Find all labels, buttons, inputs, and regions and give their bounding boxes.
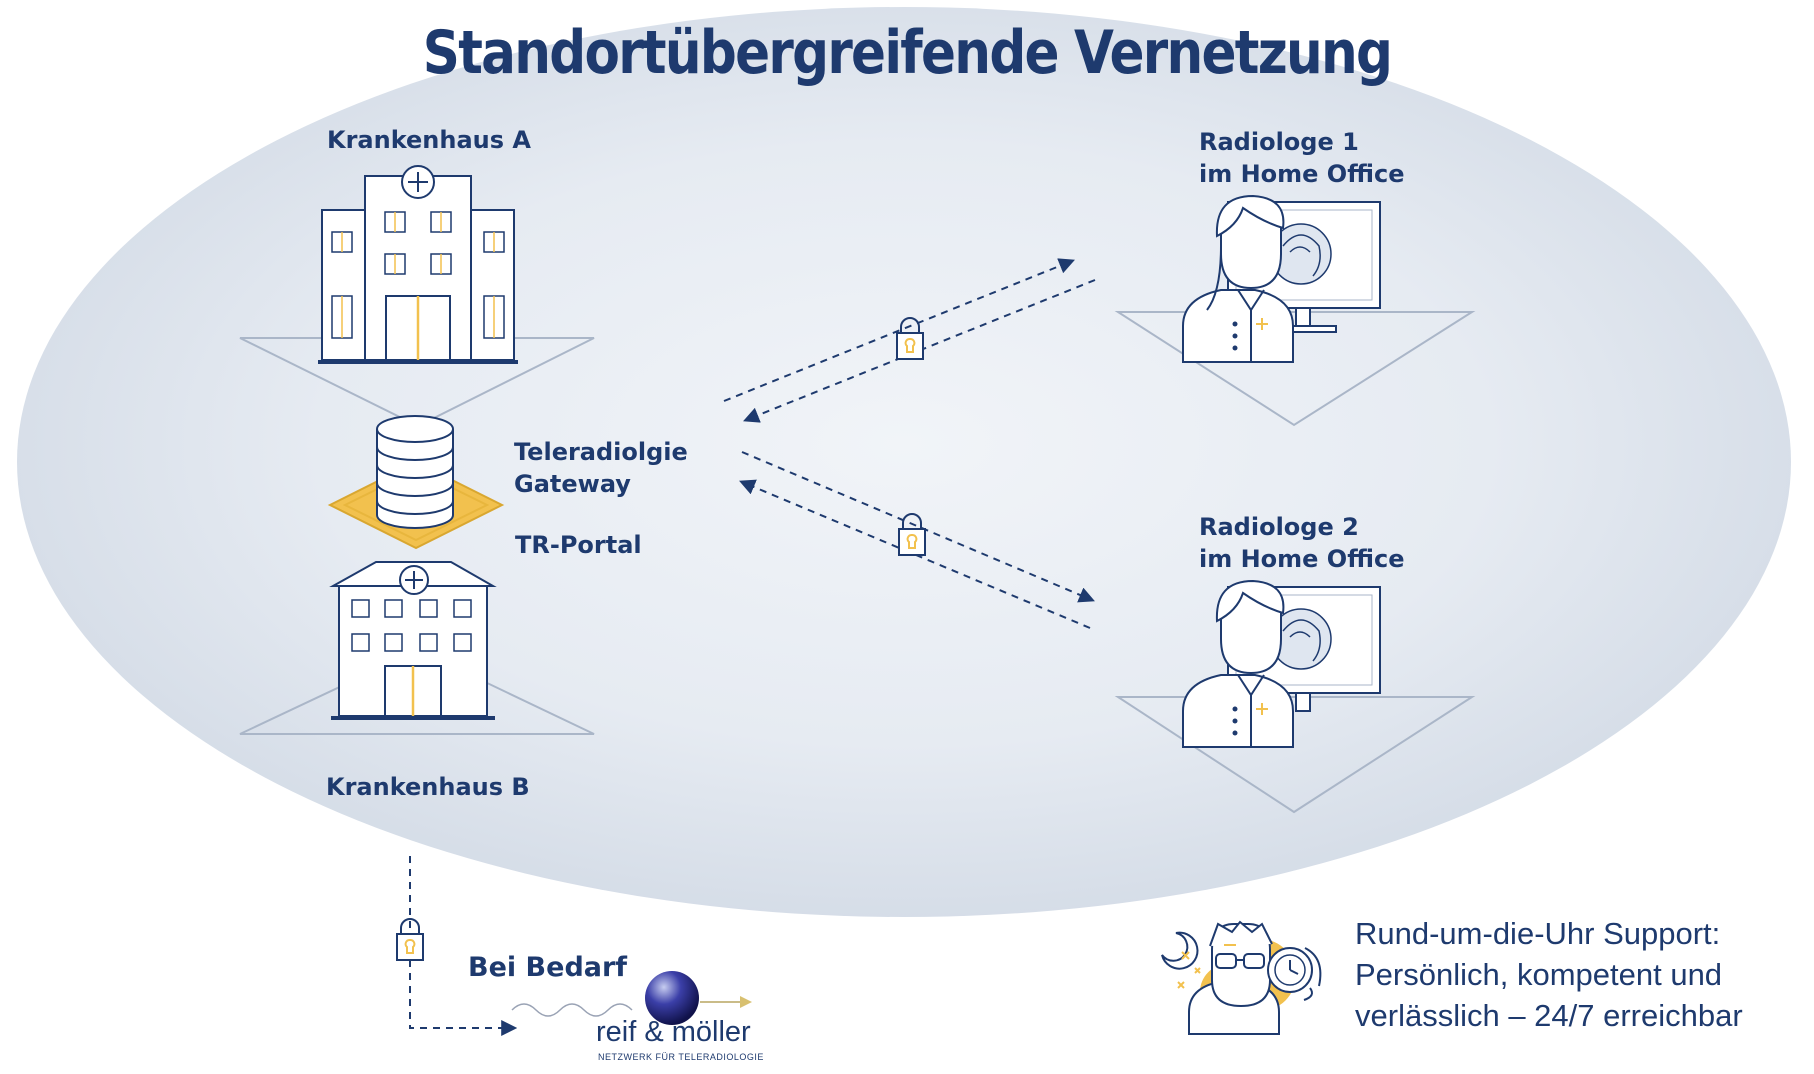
hospital-b-windows [351,599,472,652]
radiologist-2-label-line1: Radiologe 2 [1199,513,1359,541]
on-demand-label: Bei Bedarf [468,952,628,983]
radiologist-1-label-line1: Radiologe 1 [1199,128,1359,156]
gateway-label-line1: Teleradiolgie [514,438,688,466]
support-line-3: verlässlich – 24/7 erreichbar [1355,998,1743,1033]
radiologist-1-label-line2: im Home Office [1199,160,1405,188]
lock-icon [898,513,926,556]
radiologist-2-icon [1114,579,1476,814]
support-text: Rund-um-die-Uhr Support: Persönlich, kom… [1355,913,1743,1036]
portal-label: TR-Portal [515,531,642,559]
logo-tagline: NETZWERK FÜR TELERADIOLOGIE [598,1052,764,1062]
network-zone-ellipse [17,7,1791,917]
logo-name: reif & möller [596,1016,751,1048]
diagram-title: Standortübergreifende Vernetzung [422,18,1393,88]
radiologist-1-icon [1114,194,1476,427]
reif-moeller-logo-mark [511,971,752,1025]
radiologist-2-label-line2: im Home Office [1199,545,1405,573]
connection-hospital-b-support [409,856,518,1036]
gateway-label-line2: Gateway [514,470,631,498]
support-agent-icon [1161,920,1322,1035]
lock-icon [896,317,924,360]
support-line-2: Persönlich, kompetent und [1355,957,1723,992]
support-line-1: Rund-um-die-Uhr Support: [1355,916,1721,951]
lock-icon [396,918,424,961]
gateway-server-icon [327,415,505,550]
hospital-a-label: Krankenhaus A [327,126,531,154]
hospital-b-label: Krankenhaus B [326,773,530,801]
hospital-a-icon [239,165,595,428]
hospital-a-window-glints [341,212,495,338]
